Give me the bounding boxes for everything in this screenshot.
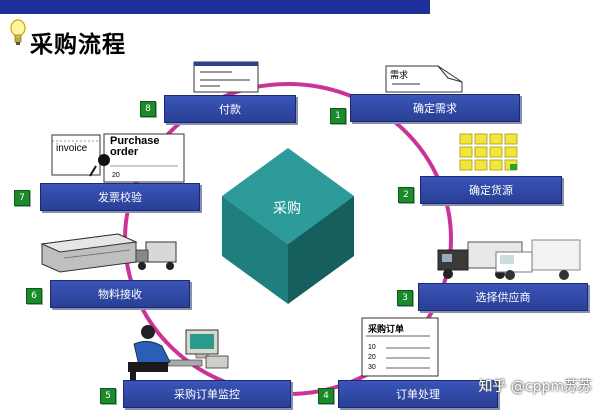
step-3-select-supplier-box[interactable]: 选择供应商: [418, 283, 588, 311]
page-title: 采购流程: [30, 32, 126, 58]
step-1-number-badge: 1: [330, 108, 346, 124]
po-doc-title: 采购订单: [368, 324, 405, 334]
source-grid-illustration: [459, 133, 518, 171]
step-8-number-badge: 8: [140, 101, 156, 117]
invoice-doc-text: invoice: [56, 143, 88, 154]
step-5-number-badge: 5: [100, 388, 116, 404]
invoice-doc-line: 20: [112, 172, 120, 179]
payment-check-illustration: [193, 61, 259, 93]
center-label: 采购: [273, 201, 301, 217]
po-doc-lines: 10 20 30: [368, 344, 376, 371]
supplier-trucks-illustration: [437, 239, 581, 280]
watermark: 知乎 @cppm苏苏: [478, 379, 592, 395]
step-6-goods-receipt-box[interactable]: 物料接收: [50, 280, 190, 308]
step-2-number-badge: 2: [398, 187, 414, 203]
monitoring-person-illustration: [128, 325, 229, 380]
need-doc-text: 需求: [390, 70, 409, 80]
lightbulb-icon: [10, 19, 26, 45]
invoice-documents-illustration: [51, 133, 185, 183]
step-2-determine-source-box[interactable]: 确定货源: [420, 176, 562, 204]
step-4-number-badge: 4: [318, 388, 334, 404]
purchase-order-text: Purchase order: [110, 135, 160, 158]
step-1-determine-need-box[interactable]: 确定需求: [350, 94, 520, 122]
center-cube: [222, 148, 354, 304]
step-7-invoice-verification-box[interactable]: 发票校验: [40, 183, 200, 211]
top-banner: [0, 0, 430, 14]
step-5-po-monitoring-box[interactable]: 采购订单监控: [123, 380, 291, 408]
step-4-order-processing-box[interactable]: 订单处理: [338, 380, 498, 408]
warehouse-illustration: [40, 233, 177, 273]
step-7-number-badge: 7: [14, 190, 30, 206]
purchase-order-document: [361, 317, 439, 377]
step-6-number-badge: 6: [26, 288, 42, 304]
step-8-payment-box[interactable]: 付款: [164, 95, 296, 123]
step-3-number-badge: 3: [397, 290, 413, 306]
need-document-illustration: [385, 65, 463, 93]
